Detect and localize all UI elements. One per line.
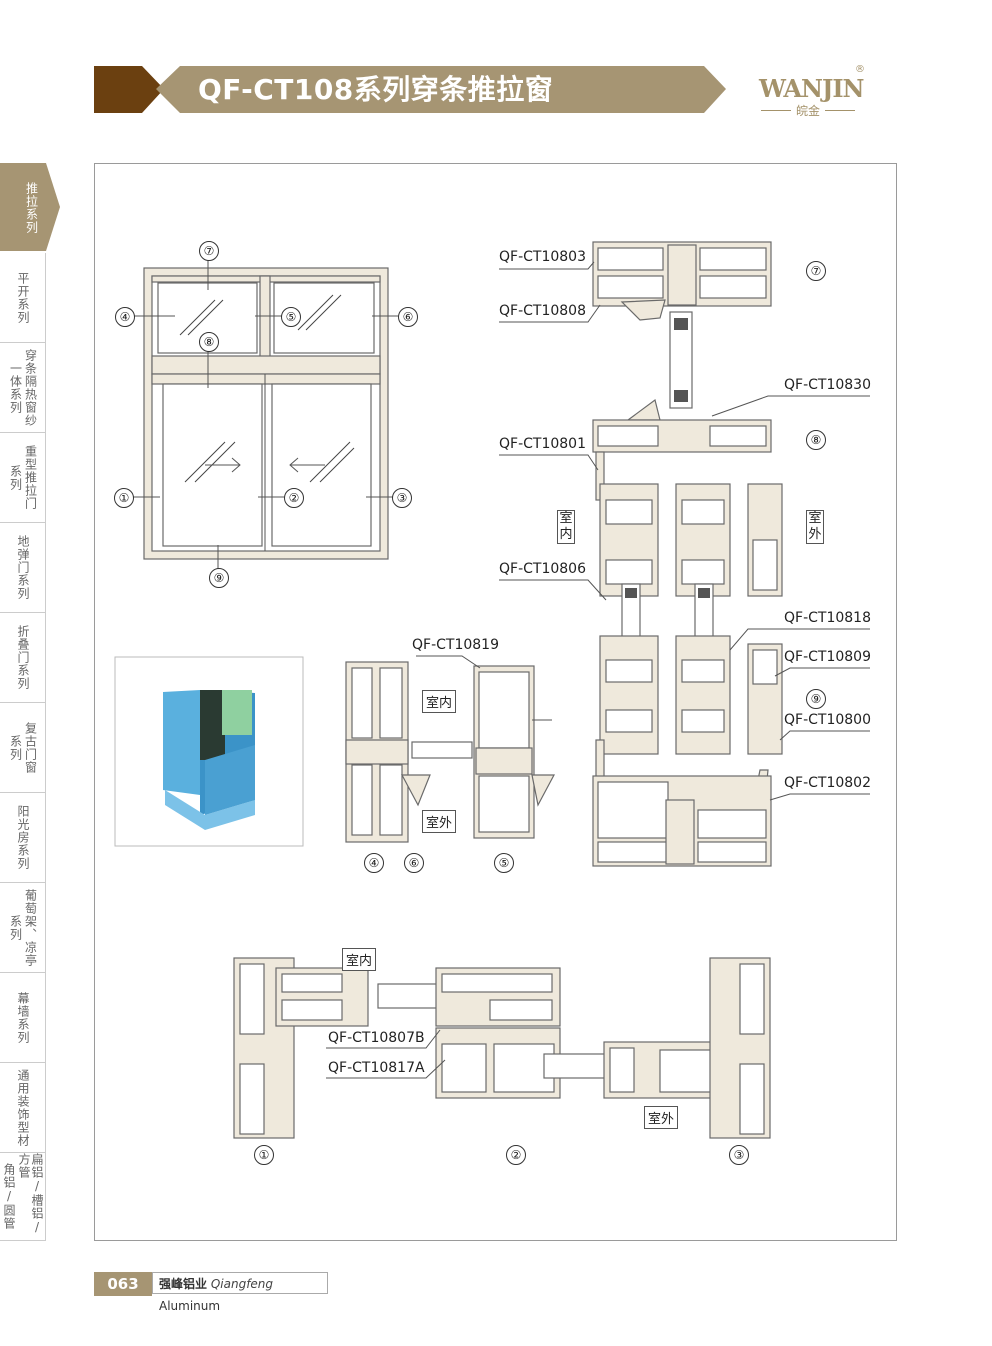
content-frame	[94, 163, 897, 1241]
marker-4: ④	[115, 307, 135, 327]
indoor-char-1: 室	[559, 511, 573, 526]
side-tab-12[interactable]: 扁铝/槽铝/方管角铝/圆管	[0, 1153, 46, 1241]
window-elevation-diagram	[133, 259, 398, 570]
side-tab-label: 一体系列	[8, 361, 23, 414]
side-tab-7[interactable]: 复古门窗系列	[0, 703, 46, 793]
marker-1-section: ①	[254, 1145, 274, 1165]
side-tab-label: 葡萄架、凉亭	[23, 888, 38, 967]
label-qf-ct10809: QF-CT10809	[784, 649, 871, 665]
marker-8-section: ⑧	[806, 430, 826, 450]
marker-7: ⑦	[199, 241, 219, 261]
side-tab-6[interactable]: 折叠门系列	[0, 613, 46, 703]
side-tab-label: 平开系列	[16, 271, 30, 324]
side-tab-label: 穿条隔热窗纱	[23, 348, 38, 427]
brand-name: WANJIN	[759, 74, 864, 103]
side-tab-label: 通用装饰型材	[16, 1068, 30, 1147]
side-tab-label: 系列	[8, 914, 23, 941]
marker-8: ⑧	[199, 332, 219, 352]
label-qf-ct10817a: QF-CT10817A	[328, 1060, 425, 1076]
header-title-bar	[156, 66, 726, 113]
marker-6-section: ⑥	[404, 853, 424, 873]
label-qf-ct10808: QF-CT10808	[499, 303, 586, 319]
side-tab-label: 阳光房系列	[16, 805, 30, 870]
marker-9-section: ⑨	[806, 689, 826, 709]
indoor-char-2: 内	[559, 527, 573, 542]
indoor-label-side: 室内	[422, 690, 457, 713]
label-qf-ct10807b: QF-CT10807B	[328, 1030, 425, 1046]
brand-subtitle: 皖金	[755, 102, 861, 119]
marker-5: ⑤	[281, 307, 301, 327]
marker-2-section: ②	[506, 1145, 526, 1165]
side-tab-5[interactable]: 地弹门系列	[0, 523, 46, 613]
side-tab-9[interactable]: 葡萄架、凉亭系列	[0, 883, 46, 973]
company-name-en-b: Aluminum	[159, 1299, 221, 1313]
outdoor-char-2: 外	[808, 527, 822, 542]
label-qf-ct10800: QF-CT10800	[784, 712, 871, 728]
side-tab-label: 重型推拉门	[23, 445, 38, 510]
marker-9: ⑨	[209, 568, 229, 588]
company-name: 强峰铝业	[159, 1277, 208, 1291]
label-qf-ct10806: QF-CT10806	[499, 561, 586, 577]
side-tab-label: 角铝/圆管	[2, 1163, 16, 1230]
side-tab-label: 地弹门系列	[16, 535, 30, 600]
horizontal-section-diagram	[233, 957, 771, 1139]
label-qf-ct10802: QF-CT10802	[784, 775, 871, 791]
side-tab-label: 系列	[8, 464, 23, 491]
side-tab-label: 扁铝/槽铝/方管	[17, 1153, 44, 1235]
outdoor-label-vertical: 室外	[806, 510, 824, 544]
label-qf-ct10819: QF-CT10819	[412, 637, 499, 653]
marker-2: ②	[284, 488, 304, 508]
label-qf-ct10801: QF-CT10801	[499, 436, 586, 452]
profile-cutaway-photo	[114, 656, 304, 847]
page-title: QF-CT108系列穿条推拉窗	[198, 73, 554, 106]
side-tab-10[interactable]: 幕墙系列	[0, 973, 46, 1063]
registered-mark: ®	[855, 64, 865, 75]
brand-logo: WANJIN ® 皖金	[755, 62, 867, 122]
side-tab-1[interactable]: 推拉系列	[0, 163, 60, 251]
side-tab-2[interactable]: 平开系列	[0, 253, 46, 343]
side-tab-8[interactable]: 阳光房系列	[0, 793, 46, 883]
marker-7-section: ⑦	[806, 261, 826, 281]
label-qf-ct10803: QF-CT10803	[499, 249, 586, 265]
indoor-label-bottom: 室内	[342, 948, 377, 971]
indoor-label-vertical: 室内	[557, 510, 575, 544]
marker-5-section: ⑤	[494, 853, 514, 873]
label-qf-ct10818: QF-CT10818	[784, 610, 871, 626]
side-section-diagram	[345, 655, 555, 843]
outdoor-char-1: 室	[808, 511, 822, 526]
marker-3-section: ③	[729, 1145, 749, 1165]
marker-3: ③	[392, 488, 412, 508]
label-qf-ct10830: QF-CT10830	[784, 377, 871, 393]
side-tab-label: 折叠门系列	[16, 625, 30, 690]
outdoor-label-side: 室外	[422, 810, 457, 833]
side-tab-3[interactable]: 穿条隔热窗纱一体系列	[0, 343, 46, 433]
vertical-section-diagram	[499, 241, 870, 867]
side-tab-11[interactable]: 通用装饰型材	[0, 1063, 46, 1153]
outdoor-label-bottom: 室外	[644, 1106, 679, 1129]
side-tab-label: 幕墙系列	[16, 991, 30, 1044]
side-tab-label: 系列	[8, 734, 23, 761]
marker-4-section: ④	[364, 853, 384, 873]
side-tab-label: 推拉系列	[24, 182, 39, 234]
footer-company: 强峰铝业 Qiangfeng Aluminum	[152, 1272, 328, 1313]
marker-1: ①	[114, 488, 134, 508]
side-tab-label: 复古门窗	[23, 721, 38, 774]
side-tab-4[interactable]: 重型推拉门系列	[0, 433, 46, 523]
page-number: 063	[94, 1272, 152, 1296]
marker-6: ⑥	[398, 307, 418, 327]
company-name-en-a: Qiangfeng	[210, 1277, 274, 1291]
